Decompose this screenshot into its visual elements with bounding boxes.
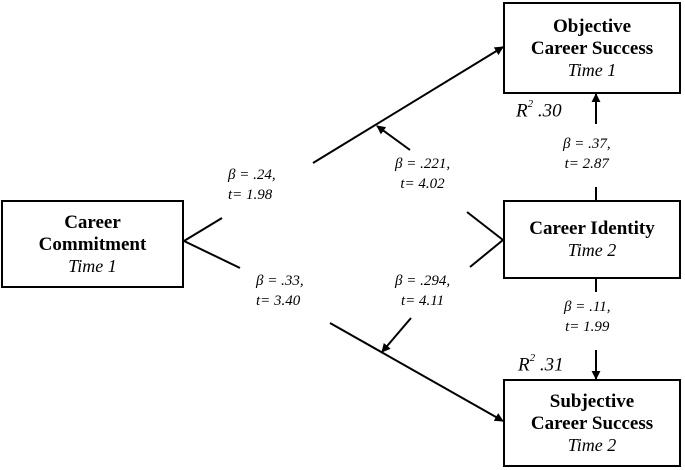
path-ci-to-subjective-path-lower — [381, 317, 412, 353]
path-cc-to-objective-lower — [183, 217, 223, 242]
label-ci-to-cc-objective: β = .221, t= 4.02 — [395, 155, 450, 194]
label-cc-to-subjective-t: t= 3.40 — [256, 292, 301, 309]
path-cc-to-subjective-lower — [329, 322, 504, 422]
label-ci-to-objective-t: t= 2.87 — [564, 155, 609, 172]
label-ci-to-cc-subjective: β = .294, t= 4.11 — [395, 272, 450, 311]
node-subjective-line2: Career Success — [530, 412, 654, 434]
label-ci-to-subjective-beta: β = .11, — [564, 299, 611, 315]
path-ci-to-subjective-path-upper — [469, 239, 504, 268]
path-cc-to-objective-upper — [312, 46, 504, 164]
node-career-identity: Career Identity Time 2 — [503, 200, 681, 279]
r-squared-subjective: R2 .31 — [518, 352, 564, 376]
node-career-commitment-line2: Commitment — [38, 233, 147, 255]
label-cc-to-subjective-beta: β = .33, — [256, 273, 304, 289]
r-squared-objective-value: .30 — [533, 100, 562, 122]
node-subjective-line1: Subjective — [549, 390, 635, 412]
node-subjective-career-success: Subjective Career Success Time 2 — [503, 379, 681, 467]
label-ci-to-cc-objective-beta: β = .221, — [395, 156, 451, 172]
r-squared-subjective-value: .31 — [535, 354, 564, 376]
label-ci-to-cc-subjective-beta: β = .294, — [395, 273, 451, 289]
label-ci-to-subjective-t: t= 1.99 — [565, 318, 610, 335]
label-cc-to-objective-beta: β = .24, — [228, 167, 276, 183]
node-career-commitment-time: Time 1 — [68, 255, 117, 276]
node-career-commitment: Career Commitment Time 1 — [1, 200, 184, 288]
node-objective-time: Time 1 — [567, 59, 617, 80]
node-objective-career-success: Objective Career Success Time 1 — [503, 2, 681, 94]
r-squared-objective: R2 .30 — [516, 98, 562, 122]
node-career-commitment-line1: Career — [64, 211, 121, 233]
node-subjective-time: Time 2 — [567, 434, 617, 455]
label-cc-to-objective-t: t= 1.98 — [228, 186, 273, 203]
node-career-identity-line1: Career Identity — [529, 218, 655, 240]
label-cc-to-subjective: β = .33, t= 3.40 — [256, 272, 304, 311]
node-objective-line1: Objective — [552, 15, 632, 37]
r-squared-objective-exp: 2 — [527, 98, 534, 110]
label-ci-to-cc-objective-t: t= 4.02 — [400, 175, 445, 192]
r-squared-subjective-symbol: R — [518, 354, 530, 376]
label-ci-to-objective-beta: β = .37, — [563, 136, 611, 152]
r-squared-subjective-exp: 2 — [529, 352, 536, 364]
path-ci-to-objective-path-lower — [466, 211, 504, 241]
label-ci-to-subjective: β = .11, t= 1.99 — [564, 298, 610, 337]
label-ci-to-objective: β = .37, t= 2.87 — [563, 135, 611, 174]
label-cc-to-objective: β = .24, t= 1.98 — [228, 166, 276, 205]
node-objective-line2: Career Success — [530, 37, 654, 59]
path-ci-to-objective-path-upper — [376, 125, 411, 151]
node-career-identity-time: Time 2 — [567, 240, 617, 261]
label-ci-to-cc-subjective-t: t= 4.11 — [400, 292, 445, 309]
path-cc-to-subjective-upper — [183, 240, 241, 269]
r-squared-objective-symbol: R — [516, 100, 528, 122]
